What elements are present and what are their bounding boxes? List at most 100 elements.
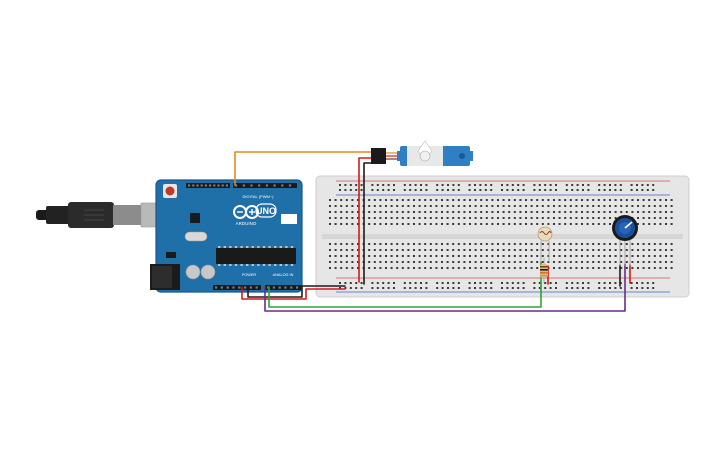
breadboard-hole[interactable] — [452, 217, 455, 219]
breadboard-hole[interactable] — [547, 243, 550, 245]
breadboard-hole[interactable] — [586, 211, 589, 213]
breadboard-hole[interactable] — [349, 189, 352, 191]
breadboard-hole[interactable] — [441, 243, 443, 245]
breadboard-hole[interactable] — [457, 211, 460, 213]
breadboard-hole[interactable] — [665, 261, 667, 263]
breadboard-hole[interactable] — [413, 261, 415, 263]
breadboard-hole[interactable] — [357, 205, 359, 207]
breadboard-hole[interactable] — [429, 205, 432, 207]
wire-purple-a1[interactable] — [264, 263, 626, 312]
breadboard-hole[interactable] — [597, 217, 600, 219]
breadboard-hole[interactable] — [525, 255, 527, 257]
breadboard-hole[interactable] — [558, 205, 561, 207]
breadboard-hole[interactable] — [469, 199, 471, 201]
breadboard-hole[interactable] — [407, 243, 410, 245]
breadboard-hole[interactable] — [636, 287, 638, 289]
breadboard-hole[interactable] — [403, 287, 406, 289]
breadboard-hole[interactable] — [609, 189, 611, 191]
breadboard-hole[interactable] — [463, 217, 466, 219]
breadboard-hole[interactable] — [530, 217, 533, 219]
breadboard-hole[interactable] — [425, 287, 428, 289]
breadboard-hole[interactable] — [349, 282, 352, 284]
breadboard-hole[interactable] — [491, 205, 494, 207]
breadboard-hole[interactable] — [659, 267, 662, 269]
breadboard-hole[interactable] — [614, 199, 617, 201]
breadboard-hole[interactable] — [519, 199, 522, 201]
breadboard-hole[interactable] — [457, 267, 460, 269]
breadboard-hole[interactable] — [409, 184, 412, 186]
breadboard-hole[interactable] — [581, 199, 583, 201]
breadboard-hole[interactable] — [480, 249, 483, 251]
breadboard-hole[interactable] — [457, 189, 460, 191]
breadboard-hole[interactable] — [468, 184, 471, 186]
breadboard-hole[interactable] — [502, 211, 505, 213]
breadboard-hole[interactable] — [508, 199, 511, 201]
breadboard-hole[interactable] — [357, 243, 359, 245]
breadboard-hole[interactable] — [659, 211, 662, 213]
breadboard-hole[interactable] — [447, 282, 449, 284]
breadboard-hole[interactable] — [452, 184, 455, 186]
breadboard-hole[interactable] — [620, 211, 623, 213]
breadboard-hole[interactable] — [513, 267, 516, 269]
breadboard-hole[interactable] — [637, 261, 639, 263]
breadboard-hole[interactable] — [407, 205, 410, 207]
breadboard-hole[interactable] — [425, 189, 428, 191]
breadboard-hole[interactable] — [641, 184, 644, 186]
breadboard-hole[interactable] — [447, 189, 449, 191]
breadboard-hole[interactable] — [603, 184, 606, 186]
breadboard-hole[interactable] — [452, 189, 455, 191]
breadboard-hole[interactable] — [642, 211, 645, 213]
breadboard-hole[interactable] — [670, 255, 673, 257]
breadboard-hole[interactable] — [452, 287, 455, 289]
breadboard-hole[interactable] — [576, 189, 579, 191]
breadboard-hole[interactable] — [441, 267, 443, 269]
breadboard-hole[interactable] — [401, 267, 404, 269]
breadboard-hole[interactable] — [360, 189, 363, 191]
breadboard-hole[interactable] — [547, 261, 550, 263]
breadboard-hole[interactable] — [497, 223, 499, 225]
breadboard-hole[interactable] — [665, 211, 667, 213]
breadboard-hole[interactable] — [480, 267, 483, 269]
breadboard-hole[interactable] — [497, 267, 499, 269]
breadboard-hole[interactable] — [519, 243, 522, 245]
breadboard-hole[interactable] — [603, 217, 606, 219]
header-pin[interactable] — [200, 184, 203, 187]
breadboard-hole[interactable] — [385, 205, 387, 207]
breadboard-hole[interactable] — [603, 223, 606, 225]
breadboard-hole[interactable] — [414, 184, 417, 186]
breadboard-hole[interactable] — [357, 217, 359, 219]
breadboard-hole[interactable] — [625, 249, 628, 251]
breadboard-hole[interactable] — [469, 211, 471, 213]
breadboard-hole[interactable] — [371, 282, 374, 284]
breadboard-hole[interactable] — [479, 189, 482, 191]
breadboard-hole[interactable] — [334, 199, 337, 201]
breadboard-hole[interactable] — [345, 255, 348, 257]
wire-red-5v[interactable] — [241, 286, 346, 300]
breadboard-hole[interactable] — [396, 223, 399, 225]
breadboard-hole[interactable] — [670, 249, 673, 251]
breadboard-hole[interactable] — [385, 217, 387, 219]
breadboard-hole[interactable] — [631, 255, 634, 257]
header-pin[interactable] — [192, 184, 195, 187]
breadboard-hole[interactable] — [463, 249, 466, 251]
header-pin[interactable] — [238, 286, 241, 289]
breadboard-hole[interactable] — [648, 223, 651, 225]
breadboard-hole[interactable] — [558, 267, 561, 269]
breadboard-hole[interactable] — [609, 261, 611, 263]
breadboard-hole[interactable] — [468, 189, 471, 191]
breadboard-hole[interactable] — [418, 267, 421, 269]
breadboard-hole[interactable] — [525, 243, 527, 245]
breadboard-hole[interactable] — [379, 217, 382, 219]
wire-green-a0[interactable] — [268, 261, 542, 308]
breadboard-hole[interactable] — [373, 255, 376, 257]
breadboard-hole[interactable] — [642, 199, 645, 201]
breadboard-hole[interactable] — [508, 223, 511, 225]
breadboard-hole[interactable] — [564, 255, 567, 257]
breadboard-hole[interactable] — [508, 217, 511, 219]
breadboard-hole[interactable] — [446, 255, 449, 257]
breadboard-hole[interactable] — [522, 282, 525, 284]
breadboard-hole[interactable] — [555, 282, 557, 284]
breadboard-hole[interactable] — [592, 217, 595, 219]
breadboard-hole[interactable] — [625, 261, 628, 263]
breadboard-hole[interactable] — [522, 184, 525, 186]
